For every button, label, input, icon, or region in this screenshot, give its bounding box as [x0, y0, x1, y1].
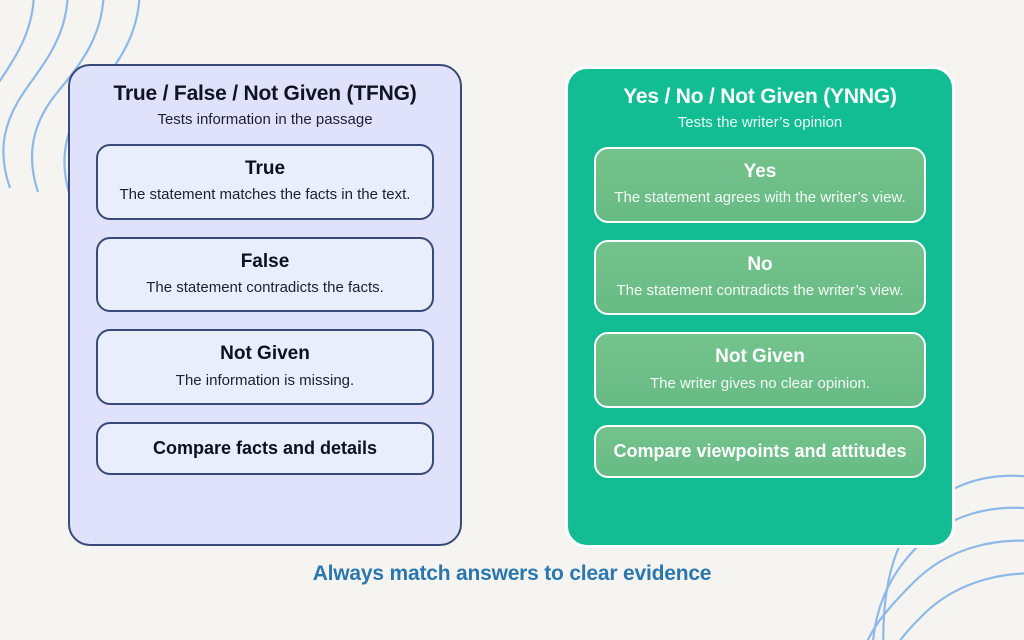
card-ynng-summary-label: Compare viewpoints and attitudes	[613, 441, 907, 462]
panel-tfng-card-list: True The statement matches the facts in …	[70, 132, 460, 476]
card-not-given-ynng[interactable]: Not Given The writer gives no clear opin…	[594, 332, 926, 409]
card-ynng-summary[interactable]: Compare viewpoints and attitudes	[594, 425, 926, 479]
panel-ynng: Yes / No / Not Given (YNNG) Tests the wr…	[565, 66, 955, 548]
panel-tfng: True / False / Not Given (TFNG) Tests in…	[68, 64, 462, 546]
card-yes-term: Yes	[743, 160, 777, 182]
card-not-given-tfng[interactable]: Not Given The information is missing.	[96, 329, 434, 406]
card-not-given-ynng-term: Not Given	[715, 346, 805, 368]
card-yes-description: The statement agrees with the writer’s v…	[614, 189, 906, 207]
card-not-given-tfng-term: Not Given	[220, 343, 310, 365]
card-no-term: No	[747, 253, 773, 275]
panel-ynng-subtitle: Tests the writer’s opinion	[677, 114, 843, 132]
card-true-term: True	[244, 157, 286, 179]
panel-ynng-title: Yes / No / Not Given (YNNG)	[623, 85, 897, 108]
card-no-description: The statement contradicts the writer’s v…	[616, 282, 904, 300]
card-tfng-summary-label: Compare facts and details	[152, 438, 378, 459]
panel-ynng-card-list: Yes The statement agrees with the writer…	[568, 135, 952, 479]
card-not-given-tfng-description: The information is missing.	[175, 371, 355, 389]
panel-tfng-header: True / False / Not Given (TFNG) Tests in…	[70, 66, 460, 132]
card-false[interactable]: False The statement contradicts the fact…	[96, 236, 434, 313]
panel-ynng-header: Yes / No / Not Given (YNNG) Tests the wr…	[568, 69, 952, 135]
panel-tfng-title: True / False / Not Given (TFNG)	[113, 82, 417, 105]
card-not-given-ynng-description: The writer gives no clear opinion.	[649, 374, 871, 392]
card-no[interactable]: No The statement contradicts the writer’…	[594, 239, 926, 316]
footer-note: Always match answers to clear evidence	[312, 562, 712, 585]
card-false-term: False	[240, 250, 290, 272]
card-yes[interactable]: Yes The statement agrees with the writer…	[594, 146, 926, 223]
card-tfng-summary[interactable]: Compare facts and details	[96, 422, 434, 476]
panel-tfng-subtitle: Tests information in the passage	[157, 111, 373, 129]
card-false-description: The statement contradicts the facts.	[146, 279, 384, 297]
card-true-description: The statement matches the facts in the t…	[119, 186, 411, 204]
card-true[interactable]: True The statement matches the facts in …	[96, 143, 434, 220]
